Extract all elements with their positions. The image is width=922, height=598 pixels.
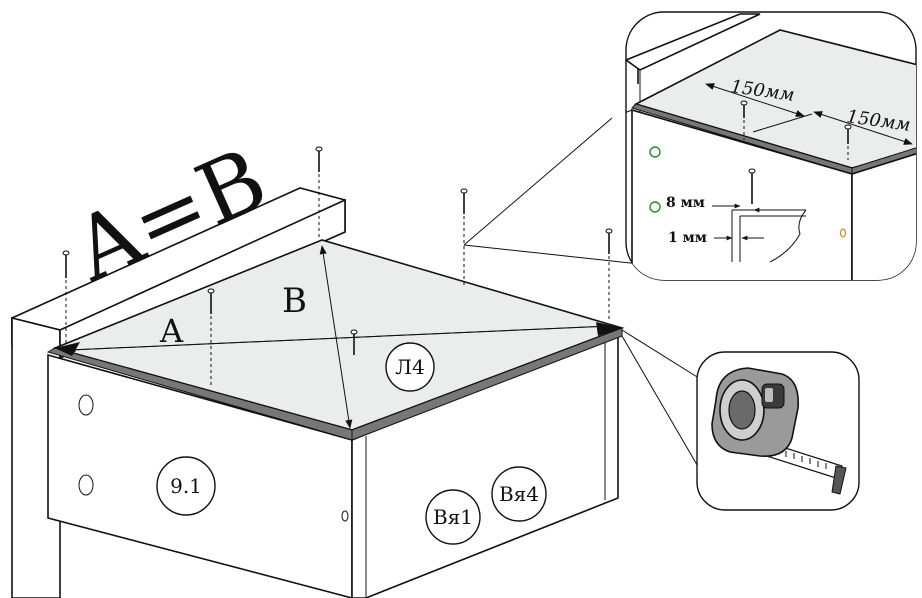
nail-icon [207,288,215,388]
spacing-arrow [705,83,805,117]
spacing-arrow [813,111,913,145]
hole-icon [649,201,661,213]
nails [62,146,613,388]
part-label-side-1: Вя1 [425,489,481,545]
side-label-2: Вя4 [499,482,539,506]
offset-8-label: 8 мм [666,195,705,211]
offset-1-label: 1 мм [668,230,707,246]
hole-icon [839,228,847,238]
tape-measure-icon [711,367,847,495]
hole-icon [649,146,661,158]
callout-line [463,244,641,265]
callout-line [463,117,613,246]
side-label-1: Вя1 [433,505,473,529]
front-panel-label: 9.1 [170,474,202,498]
diagonal-a-label: A [159,312,184,350]
nail-icon [62,250,70,345]
callout-line [621,335,701,471]
part-label-side-2: Вя4 [491,466,547,522]
part-label-front: 9.1 [156,456,216,516]
top-panel-label: Л4 [395,355,424,379]
diagonal-b-label: B [282,281,307,321]
diagonal-b [319,245,353,429]
nail-icon [315,146,323,240]
callout-line [621,329,703,381]
detail-inset: 150мм 150мм 8 мм 1 мм [625,11,917,281]
part-label-top: Л4 [385,342,435,392]
diagonal-lines [69,245,611,429]
nail-icon [605,228,613,322]
nail-icon [460,188,468,286]
tape-measure-inset [696,351,860,511]
nail-icon [350,329,358,355]
hole-icon [341,510,349,522]
hole-icon [78,394,94,416]
hole-icon [78,474,94,496]
